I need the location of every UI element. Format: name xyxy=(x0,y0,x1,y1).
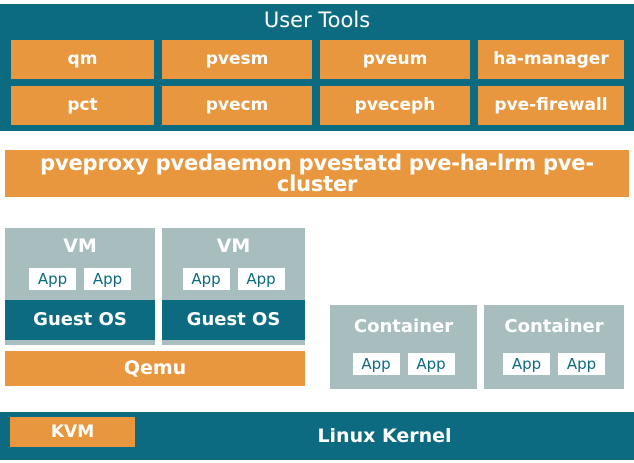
app-chip: App xyxy=(29,268,76,290)
vm-box-2: VM App App Guest OS xyxy=(162,228,305,345)
qemu-bar: Qemu xyxy=(5,351,305,386)
app-chip: App xyxy=(237,268,285,290)
container-box-1: Container App App xyxy=(330,305,477,389)
tool-ha-manager[interactable]: ha-manager xyxy=(478,40,624,79)
guest-os-label: Guest OS xyxy=(5,300,155,340)
vm-box-1: VM App App Guest OS xyxy=(5,228,155,345)
container-title: Container xyxy=(504,316,604,337)
app-chip: App xyxy=(84,268,131,290)
container-app-row: App App xyxy=(330,349,477,379)
vm-title: VM xyxy=(216,234,251,257)
tool-qm[interactable]: qm xyxy=(11,40,154,79)
tool-pve-firewall[interactable]: pve-firewall xyxy=(478,86,624,125)
tool-pveceph[interactable]: pveceph xyxy=(320,86,470,125)
guest-os-label: Guest OS xyxy=(162,300,305,340)
app-chip: App xyxy=(352,353,400,375)
user-tools-title: User Tools xyxy=(263,8,371,32)
tool-pct[interactable]: pct xyxy=(11,86,154,125)
tool-pveum[interactable]: pveum xyxy=(320,40,470,79)
vm-app-row: App App xyxy=(162,264,305,294)
container-title: Container xyxy=(353,316,454,337)
container-box-2: Container App App xyxy=(484,305,624,389)
tool-pvecm[interactable]: pvecm xyxy=(162,86,312,125)
app-chip: App xyxy=(558,353,605,375)
app-chip: App xyxy=(182,268,230,290)
tool-pvesm[interactable]: pvesm xyxy=(162,40,312,79)
vm-app-row: App App xyxy=(5,264,155,294)
vm-title: VM xyxy=(63,234,97,257)
linux-kernel-label: Linux Kernel xyxy=(317,425,452,447)
app-chip: App xyxy=(407,353,455,375)
daemon-services-bar: pveproxy pvedaemon pvestatd pve-ha-lrm p… xyxy=(5,150,629,197)
kvm-box: KVM xyxy=(10,417,135,447)
app-chip: App xyxy=(503,353,550,375)
container-app-row: App App xyxy=(484,349,624,379)
